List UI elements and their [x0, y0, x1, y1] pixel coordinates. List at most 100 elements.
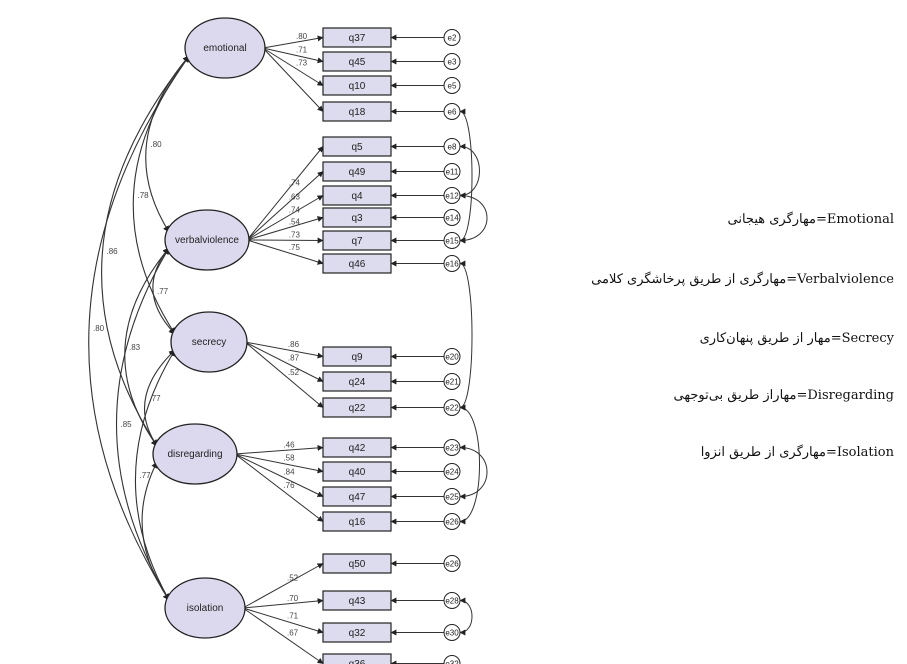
error-label: e23 [445, 444, 459, 453]
error-label: e14 [445, 214, 459, 223]
loading-value: .52 [288, 368, 300, 377]
loading-value: .84 [283, 467, 295, 476]
loading-value: .74 [289, 206, 301, 215]
error-label: e15 [445, 237, 459, 246]
correlation-value: .80 [93, 324, 105, 333]
error-label: e12 [445, 192, 459, 201]
error-term [443, 555, 461, 572]
sem-diagram: .80.78.86.80.77.83.85.77.77 .80.71.73.74… [88, 17, 488, 664]
observed-label: q5 [351, 142, 363, 153]
error-label: e20 [445, 353, 459, 362]
loading-value: .46 [283, 440, 295, 449]
error-label: e21 [445, 378, 459, 387]
correlation-arc [124, 247, 170, 447]
loading-value: .63 [289, 192, 301, 201]
loading-value: .75 [289, 243, 301, 252]
observed-box [322, 397, 392, 418]
error-covariance-arcs [459, 108, 488, 636]
loading-value: .80 [296, 32, 308, 41]
observed-label: q47 [349, 492, 366, 503]
loading-arrow [242, 607, 324, 664]
observed-variables: q37q45q10q18q5q49q4q3q7q46q9q24q22q42q40… [322, 27, 392, 664]
error-covariance-arc [459, 444, 488, 500]
observed-box [322, 511, 392, 532]
loading-arrow [262, 47, 324, 64]
loading-value: .71 [287, 611, 299, 620]
observed-label: q49 [349, 167, 366, 178]
error-label: e26 [445, 560, 459, 569]
error-label: e26 [445, 518, 459, 527]
loading-arrow [246, 239, 324, 265]
loading-arrow [244, 341, 324, 382]
observed-label: q3 [351, 213, 363, 224]
correlation-value: .78 [138, 191, 150, 200]
error-label: e28 [445, 597, 459, 606]
latent-variables: emotionalverbalviolencesecrecydisregardi… [152, 17, 266, 639]
legend-disregarding: مهاراز طریق بی‌توجهی=Disregarding [673, 388, 895, 403]
observed-label: q4 [351, 191, 363, 202]
loading-arrow [262, 35, 324, 49]
observed-box [322, 161, 392, 182]
observed-box [322, 51, 392, 72]
error-covariance-arc [459, 260, 473, 411]
observed-box [322, 461, 392, 482]
observed-box [322, 486, 392, 507]
error-covariance-arc [459, 108, 473, 244]
observed-label: q10 [349, 81, 366, 92]
error-label: e2 [448, 34, 457, 43]
construct-legend: مهارگری هیجانی=Emotional مهارگری از طریق… [560, 0, 900, 664]
observed-label: q42 [349, 443, 366, 454]
error-label: e22 [445, 404, 459, 413]
legend-secrecy: مهار از طریق پنهان‌کاری=Secrecy [699, 331, 894, 346]
error-label: e8 [448, 143, 457, 152]
latent-label: isolation [187, 603, 224, 614]
correlation-value: .80 [151, 140, 163, 149]
loading-arrow [262, 47, 324, 112]
loading-arrow [234, 444, 324, 455]
loading-arrow [242, 598, 324, 609]
correlation-value: .85 [121, 420, 133, 429]
observed-label: q7 [351, 236, 363, 247]
observed-label: q18 [349, 107, 366, 118]
correlation-arcs: .80.78.86.80.77.83.85.77.77 [88, 55, 190, 601]
loading-value: .73 [289, 230, 301, 239]
error-label: e6 [448, 108, 457, 117]
latent-ellipse [170, 311, 248, 373]
correlation-value: .83 [129, 343, 141, 352]
observed-label: q32 [349, 628, 366, 639]
loading-value: .86 [288, 340, 300, 349]
correlation-arc [141, 461, 170, 601]
legend-verbalviolence: مهارگری از طریق پرخاشگری کلامی=Verbalvio… [591, 272, 894, 287]
loading-arrows: .80.71.73.74.63.74.54.73.75.86.87.52.46.… [234, 32, 324, 664]
observed-label: q40 [349, 467, 366, 478]
loading-arrow [262, 47, 324, 86]
error-term [443, 53, 461, 70]
observed-box [322, 27, 392, 48]
loading-arrow [242, 563, 324, 609]
loading-value: .87 [288, 354, 300, 363]
error-covariance-arc [459, 192, 488, 244]
observed-label: q16 [349, 517, 366, 528]
observed-label: q43 [349, 596, 366, 607]
latent-label: emotional [203, 43, 246, 54]
latent-ellipse [164, 209, 250, 271]
latent-ellipse [184, 17, 266, 79]
correlation-value: .77 [140, 471, 152, 480]
error-covariance-arc [459, 404, 480, 525]
correlation-value: .86 [107, 247, 119, 256]
loading-arrow [242, 607, 324, 634]
loading-value: .67 [287, 629, 299, 638]
error-term [443, 29, 461, 46]
observed-box [322, 207, 392, 228]
error-label: e32 [445, 660, 459, 664]
observed-box [322, 346, 392, 367]
observed-box [322, 437, 392, 458]
correlation-value: .77 [157, 287, 169, 296]
loading-value: .58 [283, 454, 295, 463]
observed-box [322, 553, 392, 574]
observed-box [322, 101, 392, 122]
observed-box [322, 253, 392, 274]
error-label: e30 [445, 629, 459, 638]
loading-value: .54 [289, 218, 301, 227]
error-label: e3 [448, 58, 457, 67]
